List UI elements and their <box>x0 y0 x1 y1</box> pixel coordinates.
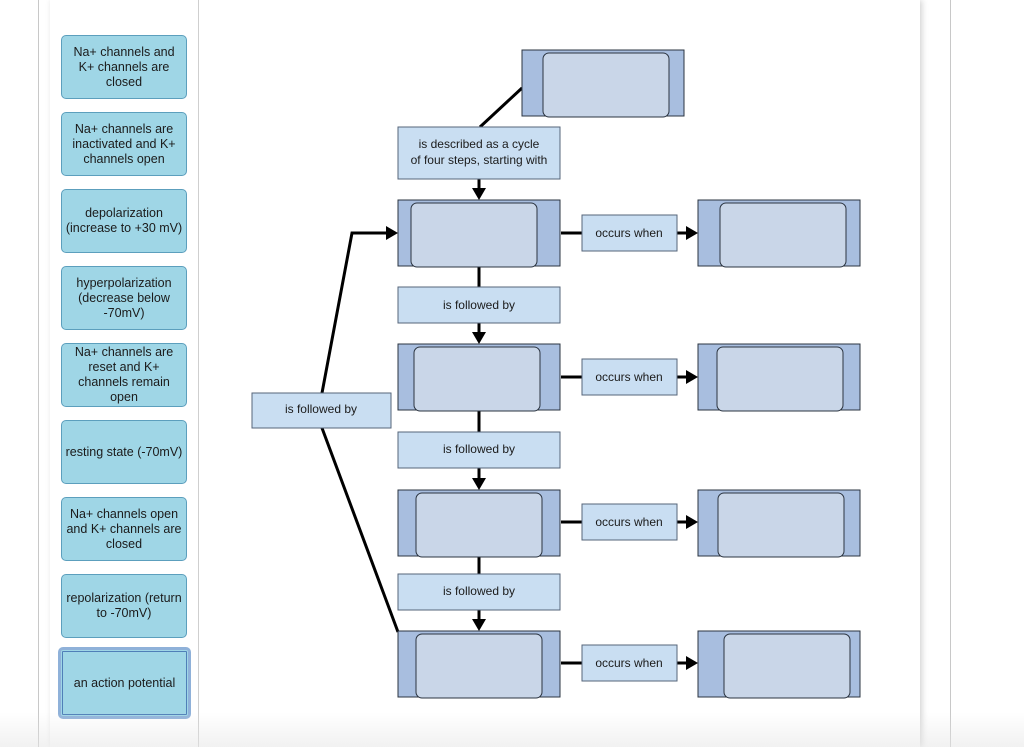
drop-zone-step[interactable] <box>397 199 561 268</box>
answer-tile[interactable]: resting state (-70mV) <box>61 420 187 484</box>
page-frame-right <box>950 0 951 747</box>
link-label: is followed by <box>443 584 515 598</box>
arrowhead <box>472 619 486 631</box>
drop-zone-condition[interactable] <box>697 343 861 412</box>
link-label-box <box>581 503 678 541</box>
answer-tile-label: Na+ channels open and K+ channels are cl… <box>66 506 182 551</box>
link-label-box <box>581 214 678 252</box>
link-label: is followed by <box>285 402 357 416</box>
answer-tile-label: Na+ channels are inactivated and K+ chan… <box>72 121 176 166</box>
arrowhead <box>686 226 698 240</box>
page-frame-left <box>38 0 39 747</box>
answer-tile[interactable]: Na+ channels are reset and K+ channels r… <box>61 343 187 407</box>
link-label-box <box>397 573 561 611</box>
answer-tile-selected[interactable]: an action potential <box>58 647 191 719</box>
arrowhead <box>472 188 486 200</box>
link-label: occurs when <box>595 656 662 670</box>
answer-tile-label: depolarization (increase to +30 mV) <box>65 206 183 235</box>
drop-zone-condition[interactable] <box>697 630 861 699</box>
link-label-box <box>397 431 561 469</box>
answer-tile-label: Na+ channels are reset and K+ channels r… <box>74 345 174 404</box>
arrowhead <box>686 515 698 529</box>
drop-zone-condition[interactable] <box>697 199 861 268</box>
arrowhead <box>386 226 398 240</box>
answer-tile[interactable]: repolarization (return to -70mV) <box>61 574 187 638</box>
arrowhead <box>686 656 698 670</box>
answer-tile[interactable]: Na+ channels and K+ channels are closed <box>61 35 187 99</box>
answer-tile[interactable]: Na+ channels open and K+ channels are cl… <box>61 497 187 561</box>
link-label: occurs when <box>595 515 662 529</box>
link-label-box <box>581 358 678 396</box>
drop-zone-step[interactable] <box>397 343 561 412</box>
link-label: occurs when <box>595 370 662 384</box>
arrowhead <box>472 332 486 344</box>
arrowhead <box>472 478 486 490</box>
answer-tile-label: repolarization (return to -70mV) <box>66 591 182 620</box>
link-label: is followed by <box>443 298 515 312</box>
word-bank <box>50 0 199 747</box>
link-label-box <box>251 392 392 429</box>
link-label-line: is described as a cycle <box>419 137 540 151</box>
drop-zone-step[interactable] <box>397 630 561 699</box>
connector-line <box>478 86 524 129</box>
link-label: is followed by <box>443 442 515 456</box>
answer-tile[interactable]: depolarization (increase to +30 mV) <box>61 189 187 253</box>
answer-tile-label: Na+ channels and K+ channels are closed <box>73 44 175 89</box>
link-label-box <box>397 126 561 180</box>
drop-zone-step[interactable] <box>397 489 561 558</box>
arrowhead <box>686 370 698 384</box>
answer-tile-label: an action potential <box>73 675 176 690</box>
link-label-box <box>397 286 561 324</box>
link-label-line: of four steps, starting with <box>411 153 548 167</box>
link-label-box <box>581 644 678 682</box>
answer-tile[interactable]: Na+ channels are inactivated and K+ chan… <box>61 112 187 176</box>
answer-tile-label: hyperpolarization (decrease below -70mV) <box>76 275 172 320</box>
link-label: occurs when <box>595 226 662 240</box>
answer-tile[interactable]: hyperpolarization (decrease below -70mV) <box>61 266 187 330</box>
loop-connector <box>320 231 400 633</box>
drop-zone-top[interactable] <box>521 49 685 118</box>
answer-tile-label: resting state (-70mV) <box>65 444 183 459</box>
drop-zone-condition[interactable] <box>697 489 861 558</box>
